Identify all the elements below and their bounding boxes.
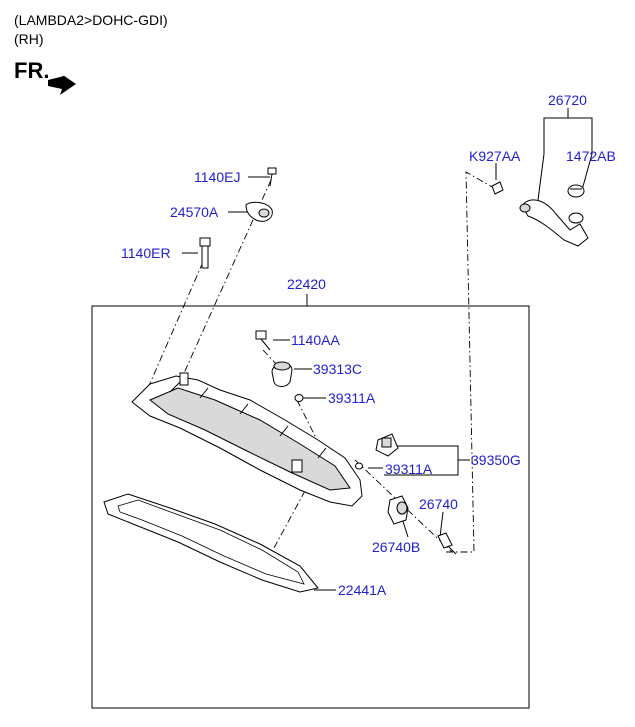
grommet-26740b — [387, 495, 409, 525]
part-26740b: 26740B — [372, 539, 420, 555]
part-24570a: 24570A — [170, 204, 219, 220]
bracket-24570a — [245, 201, 273, 222]
cap-39313c — [271, 361, 293, 387]
bolt-1140aa — [255, 330, 271, 351]
part-k927aa: K927AA — [469, 148, 521, 164]
leader-lines — [182, 108, 593, 591]
assembly-frame — [91, 305, 530, 709]
bolt-1140ej — [267, 167, 277, 187]
oring-39311a-top — [294, 394, 304, 402]
front-label: FR. — [14, 58, 50, 83]
part-39311a-top: 39311A — [328, 390, 376, 406]
engine-spec: (LAMBDA2>DOHC-GDI) — [14, 12, 168, 28]
cylinder-head-cover — [131, 372, 363, 507]
bolt-1140er — [199, 237, 211, 269]
part-22420: 22420 — [287, 276, 326, 292]
part-1140aa: 1140AA — [291, 332, 340, 348]
sensor-39350g — [375, 433, 399, 457]
gasket-22441a — [103, 493, 319, 593]
part-26720: 26720 — [548, 92, 587, 108]
part-39313c: 39313C — [313, 361, 362, 377]
part-39311a-bottom: 39311A — [385, 461, 433, 477]
side-spec: (RH) — [14, 31, 44, 47]
part-39350g: 39350G — [471, 452, 521, 468]
oring-39311a-bottom — [355, 462, 363, 470]
pcv-valve-26740 — [437, 532, 457, 555]
part-22441a: 22441A — [338, 582, 387, 598]
arrow-icon — [48, 73, 76, 95]
hose-26720 — [519, 199, 589, 247]
part-1472ab: 1472AB — [566, 148, 616, 164]
part-26740: 26740 — [419, 496, 458, 512]
clamp-1472ab — [567, 184, 585, 198]
clip-k927aa — [491, 181, 504, 195]
part-1140ej: 1140EJ — [194, 169, 240, 185]
part-1140er: 1140ER — [121, 245, 171, 261]
